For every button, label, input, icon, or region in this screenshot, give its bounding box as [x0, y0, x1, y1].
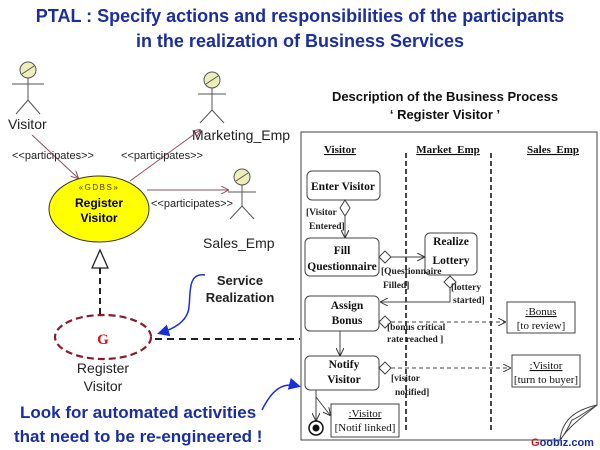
actor-sales-label: Sales_Emp — [203, 235, 275, 251]
realization-symbol: G — [97, 332, 109, 348]
svg-text:Fill: Fill — [334, 245, 351, 257]
svg-text:Notify: Notify — [329, 359, 360, 371]
callout-line-2: Realization — [206, 290, 275, 305]
svg-text:Lottery: Lottery — [432, 255, 469, 267]
actor-sales-icon — [228, 168, 256, 220]
svg-text:Enter Visitor: Enter Visitor — [311, 181, 375, 193]
svg-text::Visitor: :Visitor — [349, 408, 382, 420]
participates-label-1: <<participates>> — [12, 150, 94, 162]
guard-notified-1: [visitor — [391, 374, 421, 384]
guard-questionnaire-filled-1: [Questionnaire — [381, 267, 442, 277]
activity-notify-visitor: Notify Visitor — [304, 355, 380, 391]
guard-visitor-entered-1: [Visitor — [306, 208, 338, 218]
guard-bonus-1: [bonus critical — [387, 323, 446, 333]
svg-text:Bonus: Bonus — [332, 315, 363, 327]
actor-visitor-label: Visitor — [8, 116, 47, 132]
footer-line-2: that need to be re-engineered ! — [14, 427, 262, 446]
object-visitor-buyer: :Visitor [turn to buyer] — [511, 354, 581, 388]
svg-text::Visitor: :Visitor — [530, 360, 563, 372]
paper-curl-icon — [559, 404, 598, 442]
object-bonus: :Bonus [to review] — [506, 301, 576, 334]
svg-text:[to review]: [to review] — [517, 320, 566, 332]
realization-triangle-icon — [90, 248, 110, 269]
activity-assign-bonus: Assign Bonus — [304, 295, 380, 332]
svg-text:[Notif linked]: [Notif linked] — [335, 422, 396, 434]
participates-label-2: <<participates>> — [121, 150, 203, 162]
lane-header-market: Market_Emp — [416, 144, 480, 156]
activity-fill-questionnaire: Fill Questionnaire — [304, 237, 380, 277]
svg-text:Assign: Assign — [331, 300, 364, 312]
actor-marketing-label: Marketing_Emp — [192, 127, 290, 143]
svg-text:Visitor: Visitor — [327, 374, 360, 386]
guard-visitor-entered-2: Entered] — [309, 222, 345, 232]
footer-line-1: Look for automated activities — [20, 403, 256, 422]
realization-ellipse — [53, 313, 153, 361]
svg-text:Questionnaire: Questionnaire — [307, 261, 376, 273]
svg-text::Bonus: :Bonus — [525, 306, 556, 318]
realization-name-2: Visitor — [84, 378, 123, 394]
actor-marketing-icon — [198, 71, 226, 124]
object-visitor-linked: :Visitor [Notif linked] — [330, 403, 400, 438]
realization-name-1: Register — [77, 360, 129, 376]
lane-header-visitor: Visitor — [324, 144, 356, 156]
service-stereotype: «GDBS» — [79, 183, 120, 192]
callout-arrow-icon — [157, 274, 206, 337]
brand-logo: Goobiz.com — [531, 437, 594, 449]
relation-visitor — [31, 134, 78, 178]
activity-enter-visitor: Enter Visitor — [306, 170, 381, 201]
guard-questionnaire-filled-2: Filled] — [383, 281, 409, 291]
flow-arrows — [316, 199, 510, 420]
title-line-1: PTAL : Specify actions and responsibilit… — [36, 6, 564, 26]
activity-realize-lottery: Realize Lottery — [424, 232, 478, 276]
actor-visitor-icon — [12, 61, 44, 115]
guard-lottery-started-1: [lottery — [451, 283, 481, 293]
callout-line-1: Service — [217, 273, 263, 288]
title-line-2: in the realization of Business Services — [136, 31, 464, 51]
relation-marketing — [129, 130, 200, 182]
guard-bonus-2: rate reached ] — [387, 335, 443, 345]
guard-lottery-started-2: started] — [453, 296, 485, 306]
service-name-2: Visitor — [80, 211, 117, 225]
process-title-1: Description of the Business Process — [332, 89, 558, 104]
svg-text:[turn to buyer]: [turn to buyer] — [514, 374, 578, 386]
footer-arrow-icon — [261, 378, 301, 411]
guard-notified-2: notified] — [395, 388, 429, 398]
process-title-2: ‘ Register Visitor ’ — [390, 107, 500, 122]
service-use-case — [48, 175, 150, 243]
service-name-1: Register — [75, 196, 123, 210]
lane-header-sales: Sales_Emp — [527, 144, 579, 156]
svg-text:Realize: Realize — [433, 236, 469, 248]
final-node-icon — [308, 420, 324, 436]
participates-label-3: <<participates>> — [151, 198, 233, 210]
